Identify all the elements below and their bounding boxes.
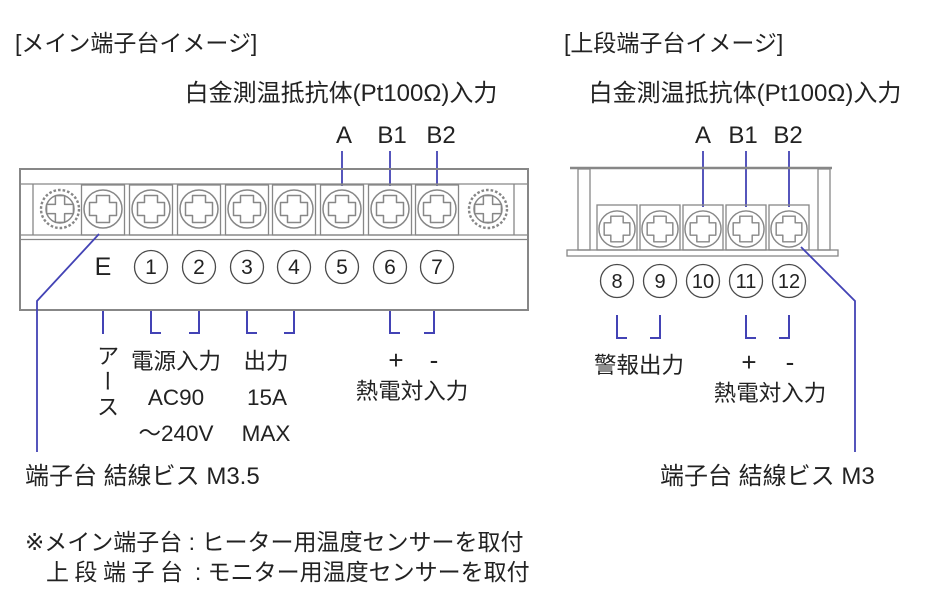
upper-terminal-block [566, 166, 839, 257]
terminal-number: 11 [736, 271, 757, 293]
output-caption-line2: 15A [247, 385, 287, 410]
terminal-number: 3 [241, 256, 253, 279]
terminal-number: 8 [611, 271, 622, 293]
main-terminal-brackets [102, 311, 435, 334]
earth-terminal-label: E [95, 253, 112, 281]
terminal-number: 5 [336, 256, 348, 279]
terminal-number-badge [685, 263, 721, 299]
mounting-screw [467, 188, 509, 230]
terminal-number-badge [324, 249, 360, 285]
footnote-line1: ※メイン端子台 : ヒーター用温度センサーを取付 [25, 529, 523, 555]
upper-screw-leader-line [800, 246, 856, 452]
mounting-screw [39, 188, 81, 230]
terminal-screw-5 [322, 189, 362, 229]
terminal-bracket [150, 311, 161, 334]
terminal-screw-8 [598, 210, 636, 248]
power-input-caption-line3: ～240V [138, 421, 213, 446]
terminal-number: 9 [654, 271, 665, 293]
main-rtd-input-label: 白金測温抵抗体(Pt100Ω)入力 [185, 80, 498, 107]
terminal-number: 2 [193, 256, 205, 279]
main-thermocouple-caption: 熱電対入力 [356, 379, 469, 404]
upper-rtd-terminal-b1-label: B1 [728, 122, 757, 149]
terminal-bracket [779, 315, 790, 339]
terminal-bracket [745, 315, 756, 339]
terminal-bracket [284, 311, 295, 334]
main-terminal-number-row: E 1 2 3 4 5 6 7 [95, 249, 455, 285]
terminal-screw-6 [370, 189, 410, 229]
terminal-screw-3 [227, 189, 267, 229]
alarm-output-caption: 警報出力 [594, 353, 684, 378]
terminal-screw-9 [641, 210, 679, 248]
output-caption-line1: 出力 [243, 349, 288, 374]
upper-screw-note: 端子台 結線ビス M3 [660, 463, 875, 490]
terminal-screw-e [83, 189, 123, 229]
power-input-caption-line1: 電源入力 [131, 349, 221, 374]
terminal-screw-11 [727, 210, 765, 248]
upper-terminal-brackets [616, 315, 790, 339]
terminal-bracket [424, 311, 435, 334]
terminal-number: 1 [145, 256, 157, 279]
main-rtd-terminal-a-label: A [336, 122, 352, 149]
main-thermocouple-plus-label: + [388, 345, 403, 375]
main-rtd-terminal-b1-label: B1 [377, 122, 406, 149]
terminal-number: 10 [692, 271, 714, 293]
power-input-caption-line2: AC90 [148, 385, 204, 410]
terminal-number: 6 [384, 256, 396, 279]
main-rtd-terminal-b2-label: B2 [426, 122, 455, 149]
upper-title: [上段端子台イメージ] [564, 30, 783, 56]
terminal-screw-7 [417, 189, 457, 229]
terminal-screw-4 [274, 189, 314, 229]
main-title: [メイン端子台イメージ] [15, 30, 257, 56]
terminal-number: 12 [778, 271, 800, 293]
upper-terminal-number-row: 8 9 10 11 12 [599, 263, 807, 299]
terminal-bracket [389, 311, 400, 334]
terminal-number-badge [181, 249, 217, 285]
terminal-number: 7 [431, 256, 443, 279]
terminal-number-badge [728, 263, 764, 299]
terminal-number-badge [276, 249, 312, 285]
upper-rtd-input-label: 白金測温抵抗体(Pt100Ω)入力 [589, 80, 902, 107]
upper-thermocouple-minus-label: - [786, 347, 795, 377]
upper-rtd-terminal-a-label: A [695, 122, 711, 149]
footnote-line2-tail: : モニター用温度センサーを取付 [189, 559, 530, 585]
terminal-screw-10 [684, 210, 722, 248]
main-screw-note: 端子台 結線ビス M3.5 [25, 463, 260, 490]
footnote-line2: 上段端子台 : モニター用温度センサーを取付 [46, 559, 530, 585]
terminal-number-badge [419, 249, 455, 285]
terminal-bracket [246, 311, 257, 334]
terminal-number-badge [229, 249, 265, 285]
terminal-screw-1 [131, 189, 171, 229]
upper-thermocouple-plus-label: + [741, 347, 756, 377]
terminal-bracket [616, 315, 627, 339]
terminal-number-badge [642, 263, 678, 299]
output-caption-line3: MAX [242, 421, 291, 446]
earth-caption: アース [94, 344, 119, 421]
terminal-bracket [189, 311, 200, 334]
terminal-bracket [650, 315, 661, 339]
terminal-number-badge [599, 263, 635, 299]
upper-thermocouple-caption: 熱電対入力 [714, 381, 827, 406]
upper-rtd-terminal-b2-label: B2 [773, 122, 802, 149]
terminal-number-badge [372, 249, 408, 285]
footnote-line2-head: 上段端子台 [46, 559, 189, 585]
main-screw-leader-line [36, 233, 100, 452]
terminal-screw-12 [770, 210, 808, 248]
terminal-screw-2 [179, 189, 219, 229]
terminal-number: 4 [288, 256, 300, 279]
terminal-number-badge [133, 249, 169, 285]
main-terminal-block [19, 168, 529, 311]
main-thermocouple-minus-label: - [430, 345, 439, 375]
terminal-number-badge [771, 263, 807, 299]
